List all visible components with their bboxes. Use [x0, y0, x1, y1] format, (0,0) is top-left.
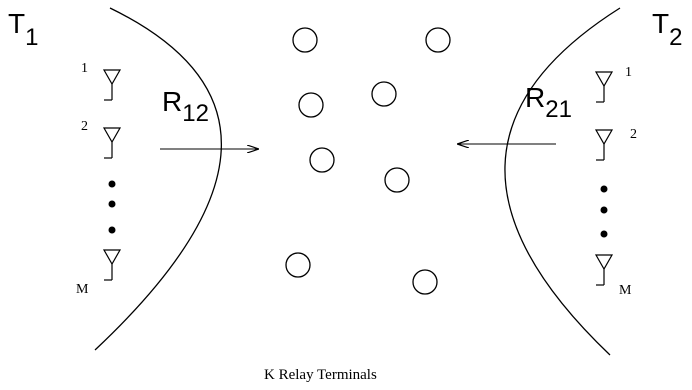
relay-terminals	[285, 27, 451, 295]
antenna-left-m	[102, 249, 122, 281]
terminal-1-label: T1	[8, 8, 39, 51]
antenna-left-2	[102, 127, 122, 159]
antenna-right-2	[594, 129, 614, 161]
antenna-left-1-index: 1	[81, 61, 88, 76]
antenna-left-1	[102, 69, 122, 101]
relay-node	[298, 92, 324, 118]
antenna-right-m-index: M	[619, 283, 632, 298]
antenna-left-2-index: 2	[81, 119, 88, 134]
relay-node	[425, 27, 451, 53]
rate-r12-label: R12	[162, 86, 209, 127]
antenna-left-ellipsis-dots	[108, 180, 116, 234]
terminal-2-boundary-arc	[504, 7, 621, 356]
antenna-right-2-index: 2	[630, 127, 637, 142]
relay-node	[371, 81, 397, 107]
antenna-right-1	[594, 71, 614, 103]
terminal-2-label: T2	[652, 8, 683, 51]
relay-node	[285, 252, 311, 278]
rate-r21-label: R21	[525, 82, 572, 123]
antenna-right-ellipsis-dots	[600, 185, 608, 238]
relay-node	[309, 147, 335, 173]
antenna-right-m	[594, 254, 614, 286]
relay-terminals-caption: K Relay Terminals	[264, 367, 377, 383]
antenna-left-m-index: M	[76, 282, 89, 297]
antenna-right-1-index: 1	[625, 65, 632, 80]
relay-node	[412, 269, 438, 295]
relay-node	[292, 27, 318, 53]
terminal-1-boundary-arc	[94, 7, 223, 351]
relay-node	[384, 167, 410, 193]
